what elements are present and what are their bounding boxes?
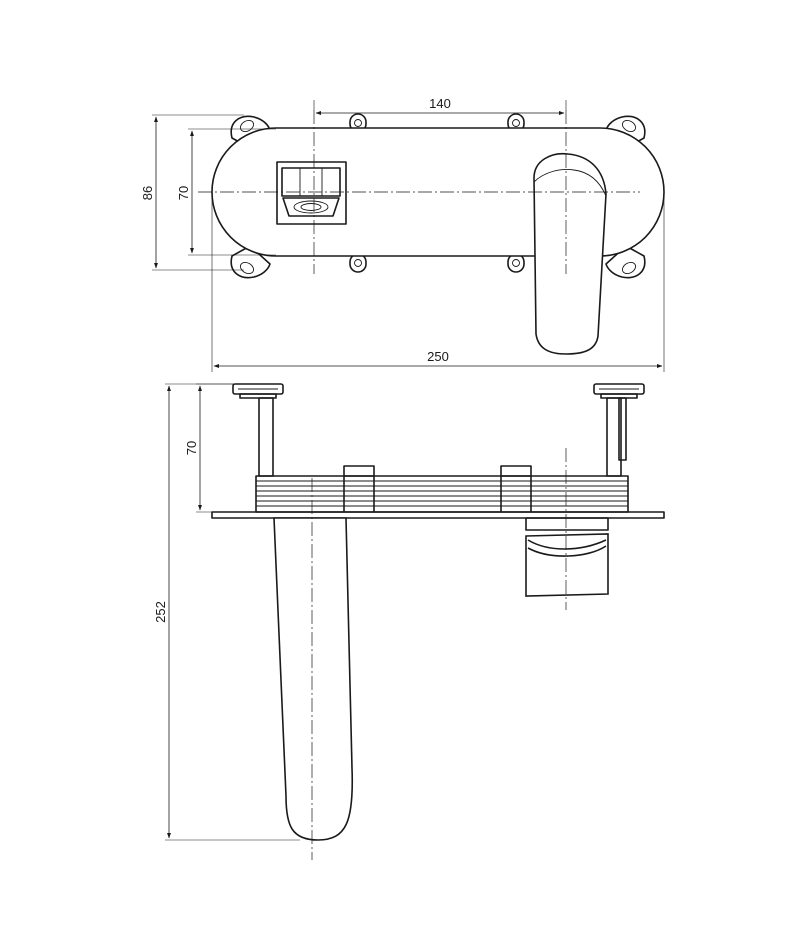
front-view: 140 250 86 70 <box>140 96 665 372</box>
post-right <box>606 397 627 477</box>
mount-cap-right <box>593 383 645 399</box>
dim-label-70-side: 70 <box>184 441 199 455</box>
mounting-lug-bottom-right <box>605 245 646 279</box>
body-tab-2 <box>500 465 532 477</box>
lever-handle <box>533 152 607 355</box>
dim-label-140: 140 <box>429 96 451 111</box>
mount-cap-left <box>232 383 284 399</box>
wall-plate <box>211 511 665 519</box>
spout-side <box>273 517 354 841</box>
dim-label-252: 252 <box>153 601 168 623</box>
lever-handle-side <box>525 517 609 597</box>
spout-outlet <box>276 161 347 225</box>
dim-label-250: 250 <box>427 349 449 364</box>
dim-label-70-front: 70 <box>176 186 191 200</box>
dim-label-86: 86 <box>140 186 155 200</box>
body-tab-1 <box>343 465 375 477</box>
side-view: 70 252 <box>153 383 665 860</box>
post-left <box>258 397 274 477</box>
mounting-lug-bottom-left <box>230 245 271 279</box>
